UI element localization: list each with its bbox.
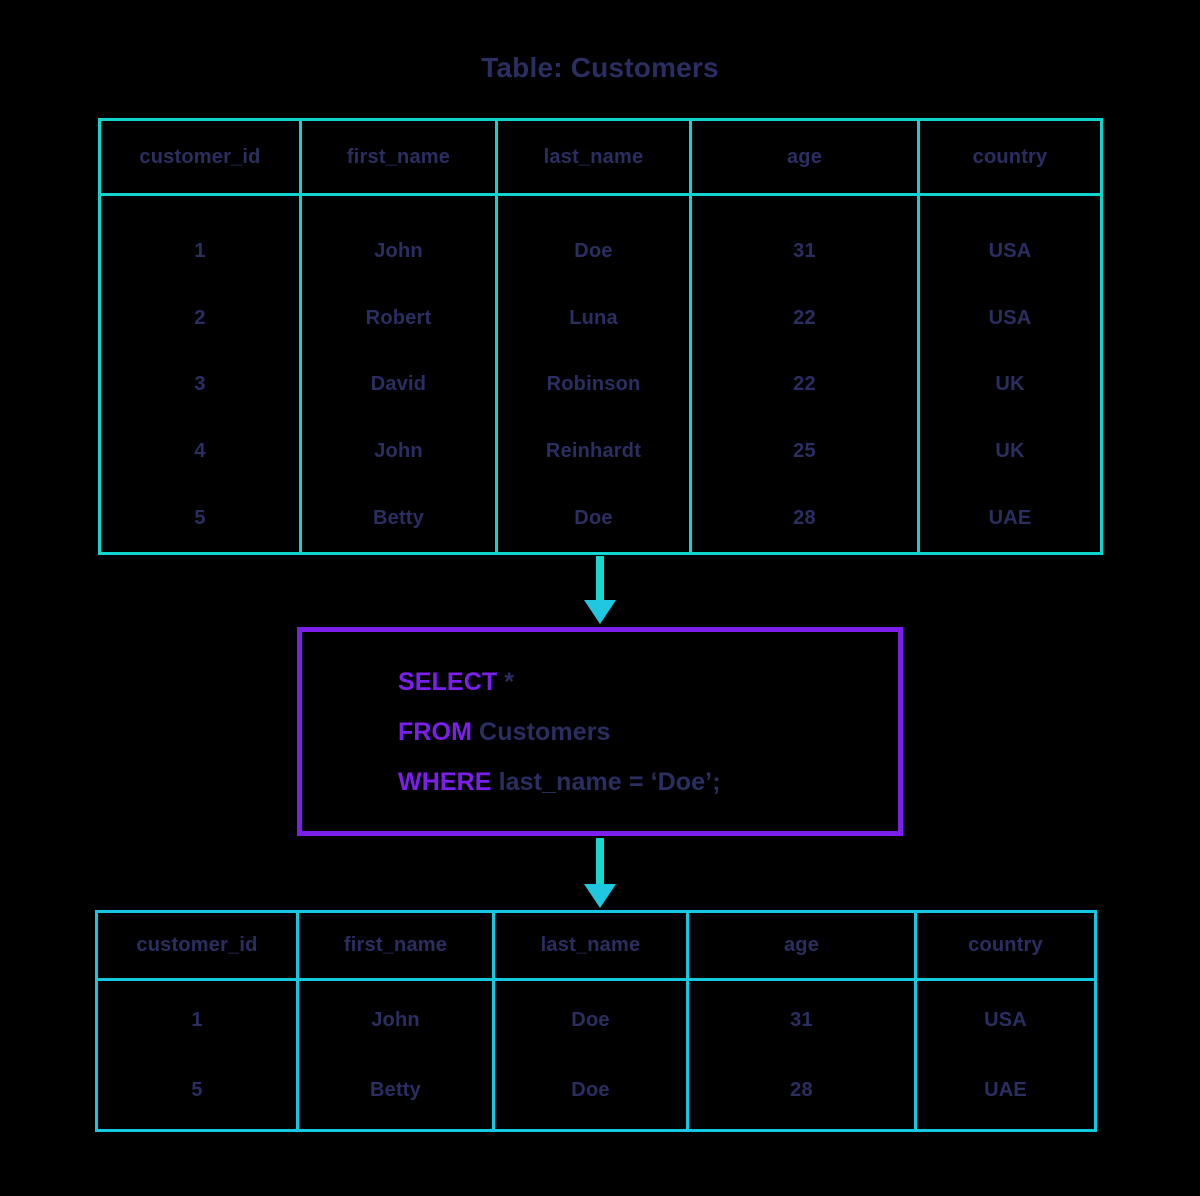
table-cell: John [371, 1008, 420, 1031]
sql-query-box: SELECT * FROM Customers WHERE last_name … [297, 627, 903, 836]
table-cell: Doe [574, 239, 613, 262]
table-cell: 22 [793, 373, 816, 396]
table-cell: 1 [194, 239, 206, 262]
table-cell: USA [988, 239, 1032, 262]
result-table-column-country: USA UAE [917, 981, 1094, 1129]
result-table-body: 1 5 John Betty Doe Doe 31 28 USA UAE [98, 981, 1094, 1129]
column-header-customer-id: customer_id [136, 934, 258, 956]
table-cell: UAE [984, 1078, 1027, 1101]
table-cell: Robert [365, 306, 432, 329]
table-cell: UAE [988, 507, 1032, 530]
sql-line-where: WHERE last_name = ‘Doe’; [398, 757, 898, 807]
table-cell: 31 [793, 239, 816, 262]
table-cell: 22 [793, 306, 816, 329]
arrow-down-icon-to-result [580, 838, 620, 910]
table-cell: Betty [372, 507, 424, 530]
sql-keyword: FROM [398, 717, 472, 746]
source-table-header-cell: country [920, 121, 1100, 193]
column-header-country: country [972, 145, 1048, 168]
source-table-header-row: customer_id first_name last_name age cou… [101, 121, 1100, 196]
column-header-first-name: first_name [346, 145, 451, 168]
sql-line-from: FROM Customers [398, 707, 898, 757]
table-cell: Betty [369, 1078, 421, 1101]
result-table-column-first-name: John Betty [299, 981, 495, 1129]
sql-expression: last_name = ‘Doe’; [491, 767, 721, 796]
column-header-last-name: last_name [540, 934, 641, 956]
source-table-body: 1 2 3 4 5 John Robert David John Betty D… [101, 196, 1100, 552]
table-cell: Reinhardt [545, 440, 642, 463]
table-cell: 25 [793, 440, 816, 463]
table-cell: UK [995, 440, 1025, 463]
arrow-head [584, 600, 616, 624]
table-cell: David [370, 373, 427, 396]
result-table-header-cell: last_name [495, 913, 689, 978]
arrow-head [584, 884, 616, 908]
table-cell: Doe [571, 1008, 610, 1031]
column-header-first-name: first_name [343, 934, 448, 956]
table-cell: UK [995, 373, 1025, 396]
table-cell: 4 [194, 440, 206, 463]
column-header-age: age [786, 145, 823, 168]
table-cell: 28 [793, 507, 816, 530]
table-cell: Robinson [546, 373, 641, 396]
table-cell: John [374, 440, 423, 463]
source-table-column-first-name: John Robert David John Betty [302, 196, 498, 552]
source-table-column-country: USA USA UK UK UAE [920, 196, 1100, 552]
table-cell: Doe [571, 1078, 610, 1101]
source-table-header-cell: last_name [498, 121, 692, 193]
source-table-header-cell: first_name [302, 121, 498, 193]
page-title: Table: Customers [481, 52, 719, 83]
result-table-header-cell: customer_id [98, 913, 299, 978]
sql-expression: Customers [472, 717, 611, 746]
source-table-column-age: 31 22 22 25 28 [692, 196, 920, 552]
sql-line-select: SELECT * [398, 657, 898, 707]
column-header-last-name: last_name [543, 145, 644, 168]
source-table-column-customer-id: 1 2 3 4 5 [101, 196, 302, 552]
table-cell: 5 [191, 1078, 203, 1101]
column-header-age: age [783, 934, 820, 956]
sql-keyword: WHERE [398, 767, 492, 796]
table-cell: 2 [194, 306, 206, 329]
result-table-column-age: 31 28 [689, 981, 917, 1129]
table-cell: USA [984, 1008, 1027, 1031]
table-cell: 5 [194, 507, 206, 530]
sql-expression: * [497, 667, 515, 696]
result-table-header-cell: age [689, 913, 917, 978]
result-table-column-customer-id: 1 5 [98, 981, 299, 1129]
column-header-customer-id: customer_id [139, 145, 261, 168]
source-table-column-last-name: Doe Luna Robinson Reinhardt Doe [498, 196, 692, 552]
result-table-header-cell: first_name [299, 913, 495, 978]
result-table-header-row: customer_id first_name last_name age cou… [98, 913, 1094, 981]
table-cell: 1 [191, 1008, 203, 1031]
arrow-shaft [596, 556, 604, 602]
table-cell: 28 [790, 1078, 813, 1101]
sql-keyword: SELECT [398, 667, 498, 696]
source-table-header-cell: customer_id [101, 121, 302, 193]
column-header-country: country [968, 934, 1043, 956]
table-cell: 31 [790, 1008, 813, 1031]
result-table: customer_id first_name last_name age cou… [95, 910, 1097, 1132]
result-table-header-cell: country [917, 913, 1094, 978]
table-cell: USA [988, 306, 1032, 329]
source-table-header-cell: age [692, 121, 920, 193]
table-cell: Luna [569, 306, 618, 329]
table-cell: 3 [194, 373, 206, 396]
arrow-down-icon-to-query [580, 556, 620, 624]
source-table: customer_id first_name last_name age cou… [98, 118, 1103, 555]
table-cell: John [374, 239, 423, 262]
result-table-column-last-name: Doe Doe [495, 981, 689, 1129]
table-cell: Doe [574, 507, 613, 530]
arrow-shaft [596, 838, 604, 886]
